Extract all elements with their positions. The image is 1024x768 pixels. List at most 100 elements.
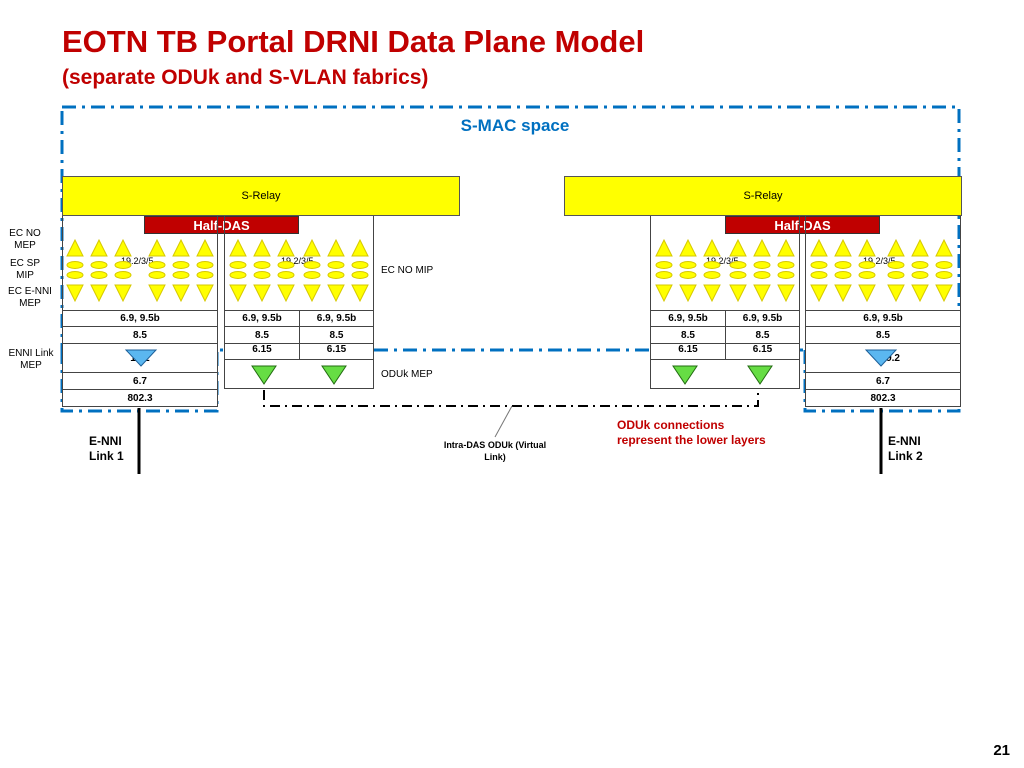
ec-enni-mep-icon [777,284,795,303]
ec-no-mep-icon [911,238,929,257]
label-oduk-mep: ODUk MEP [381,369,433,380]
ec-sp-mip-icon [679,261,697,269]
ec-sp-mip-icon [777,271,795,279]
ec-no-mep-icon [655,238,673,257]
ec-sp-mip-icon [148,271,166,279]
left-tile-a-clause: 19.2/3/5 [121,256,154,266]
ec-sp-mip-icon [196,261,214,269]
ec-no-mep-icon [196,238,214,257]
ec-sp-mip-icon [703,271,721,279]
ec-enni-mep-icon [90,284,108,303]
ec-no-mep-icon [887,238,905,257]
ec-enni-mep-icon [679,284,697,303]
ec-sp-mip-icon [887,271,905,279]
ec-sp-mip-icon [729,261,747,269]
ec-no-mep-icon [777,238,795,257]
ec-sp-mip-icon [303,271,321,279]
ec-sp-mip-icon [327,271,345,279]
ec-sp-mip-icon [655,271,673,279]
right-oduk-mep-icon-2 [747,365,773,385]
ec-no-mep-icon [253,238,271,257]
ec-sp-mip-icon [253,271,271,279]
ec-enni-mep-icon [253,284,271,303]
left-oduk-mep-icon-2 [321,365,347,385]
ec-enni-mep-icon [303,284,321,303]
ec-enni-mep-icon [114,284,132,303]
ec-sp-mip-icon [655,261,673,269]
ec-sp-mip-icon [810,271,828,279]
ec-no-mep-icon [753,238,771,257]
ec-sp-mip-icon [66,271,84,279]
ec-sp-mip-icon [858,271,876,279]
ec-enni-mep-icon [66,284,84,303]
ec-no-mep-icon [229,238,247,257]
ec-enni-mep-icon [935,284,953,303]
oduk-connections-note: ODUk connections represent the lower lay… [617,418,766,447]
ec-enni-mep-icon [196,284,214,303]
ec-sp-mip-icon [729,271,747,279]
ec-sp-mip-icon [229,261,247,269]
ec-sp-mip-icon [834,261,852,269]
left-tile-a-row5: 802.3 [62,389,218,407]
ec-enni-mep-icon [887,284,905,303]
ec-enni-mep-icon [753,284,771,303]
label-enni-link-mep: ENNI Link MEP [8,348,54,371]
ec-sp-mip-icon [753,271,771,279]
ec-no-mep-icon [172,238,190,257]
ec-no-mep-icon [834,238,852,257]
ec-enni-mep-icon [172,284,190,303]
ec-enni-mep-icon [911,284,929,303]
ec-sp-mip-icon [303,261,321,269]
slide-subtitle: (separate ODUk and S-VLAN fabrics) [62,66,429,89]
ec-sp-mip-icon [887,261,905,269]
page-number: 21 [993,742,1010,759]
ec-no-mep-icon [935,238,953,257]
right-tile-c-clause: 19.2/3/5 [863,256,896,266]
label-ec-sp-mip: EC SP MIP [9,258,40,281]
ec-enni-mep-icon [351,284,369,303]
ec-enni-mep-icon [810,284,828,303]
ec-enni-mep-icon [148,284,166,303]
ec-enni-mep-icon [834,284,852,303]
left-half-das: Half-DAS [144,216,299,234]
right-tile-a-clause: 19.2/3/5 [706,256,739,266]
ec-no-mep-icon [148,238,166,257]
ec-no-mep-icon [66,238,84,257]
ec-enni-mep-icon [327,284,345,303]
label-intra-das-oduk: Intra-DAS ODUk (Virtual Link) [443,440,547,462]
ec-sp-mip-icon [810,261,828,269]
ec-sp-mip-icon [277,261,295,269]
slide-title: EOTN TB Portal DRNI Data Plane Model [62,24,645,59]
ec-sp-mip-icon [253,261,271,269]
ec-sp-mip-icon [911,271,929,279]
ec-sp-mip-icon [66,261,84,269]
ec-sp-mip-icon [703,261,721,269]
ec-no-mep-icon [90,238,108,257]
ec-no-mep-icon [810,238,828,257]
ec-no-mep-icon [351,238,369,257]
ec-sp-mip-icon [148,261,166,269]
ec-enni-mep-icon [229,284,247,303]
ec-sp-mip-icon [935,271,953,279]
label-ec-enni-mep: EC E-NNI MEP [8,286,52,309]
ec-no-mep-icon [327,238,345,257]
ec-enni-mep-icon [858,284,876,303]
label-enni-link-1: E-NNI Link 1 [89,434,124,463]
ec-sp-mip-icon [90,261,108,269]
label-ec-no-mip: EC NO MIP [381,265,434,276]
right-oduk-mep-icon-1 [672,365,698,385]
ec-sp-mip-icon [834,271,852,279]
ec-sp-mip-icon [172,261,190,269]
ec-sp-mip-icon [229,271,247,279]
ec-sp-mip-icon [172,271,190,279]
ec-sp-mip-icon [277,271,295,279]
left-enni-mep-icon [124,349,158,367]
intra-das-callout-line [494,405,513,438]
left-oduk-mep-icon-1 [251,365,277,385]
ec-no-mep-icon [114,238,132,257]
left-s-relay: S-Relay [62,176,460,216]
